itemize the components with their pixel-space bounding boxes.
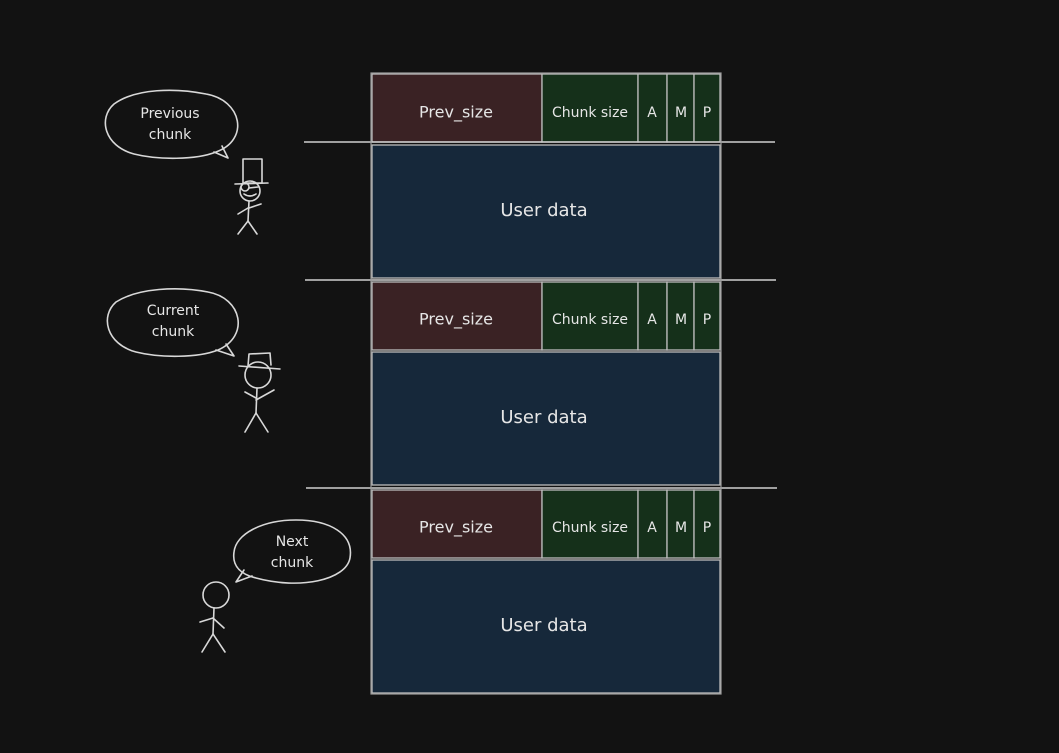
- user-data-label: User data: [500, 200, 587, 221]
- bubble-line-1: Current: [147, 303, 200, 319]
- prev-size-cell: [371, 489, 543, 559]
- user-data-cell: [371, 144, 721, 279]
- flag-a-cell: [637, 489, 668, 559]
- flag-p-label: P: [703, 105, 711, 121]
- flag-a-cell: [637, 281, 668, 351]
- prev-size-cell: [371, 281, 543, 351]
- bubble-line-2: chunk: [149, 127, 192, 143]
- chunk-size-cell: [541, 281, 639, 351]
- user-data-label: User data: [500, 615, 587, 636]
- flag-m-label: M: [675, 105, 687, 121]
- user-data-cell: [371, 351, 721, 486]
- flag-m-cell: [666, 281, 695, 351]
- speech-bubble: Next chunk: [232, 519, 352, 584]
- flag-m-cell: [666, 489, 695, 559]
- chunk-size-label: Chunk size: [552, 105, 628, 121]
- speech-bubble: Current chunk: [106, 288, 239, 358]
- chunk-size-cell: [541, 73, 639, 143]
- flag-a-label: A: [647, 312, 657, 328]
- user-data-label: User data: [500, 407, 587, 428]
- heap-frame: [370, 72, 722, 695]
- prev-size-label: Prev_size: [419, 103, 493, 123]
- chunk-current: Prev_size Chunk size A M P User data Cur…: [106, 281, 721, 486]
- chunk-next: Prev_size Chunk size A M P User data Nex…: [199, 489, 721, 694]
- prev-size-cell: [371, 73, 543, 143]
- stick-figure-hat-icon: [238, 352, 281, 433]
- flag-m-label: M: [675, 312, 687, 328]
- chunk-size-cell: [541, 489, 639, 559]
- flag-p-label: P: [703, 520, 711, 536]
- prev-size-label: Prev_size: [419, 310, 493, 330]
- flag-a-label: A: [647, 105, 657, 121]
- prev-size-label: Prev_size: [419, 518, 493, 538]
- flag-p-cell: [693, 489, 721, 559]
- speech-bubble: Previous chunk: [104, 89, 239, 160]
- bubble-line-2: chunk: [152, 324, 195, 340]
- flag-m-label: M: [675, 520, 687, 536]
- stick-figure-top-hat-monocle-icon: [234, 158, 269, 235]
- chunk-size-label: Chunk size: [552, 520, 628, 536]
- user-data-cell: [371, 559, 721, 694]
- flag-p-cell: [693, 281, 721, 351]
- flag-p-label: P: [703, 312, 711, 328]
- flag-a-label: A: [647, 520, 657, 536]
- chunk-size-label: Chunk size: [552, 312, 628, 328]
- chunk-previous: Prev_size Chunk size A M P User data Pre…: [104, 73, 721, 279]
- bubble-line-1: Previous: [140, 106, 199, 122]
- bubble-line-1: Next: [276, 534, 309, 550]
- stick-figure-icon: [199, 581, 230, 653]
- bubble-line-2: chunk: [271, 555, 314, 571]
